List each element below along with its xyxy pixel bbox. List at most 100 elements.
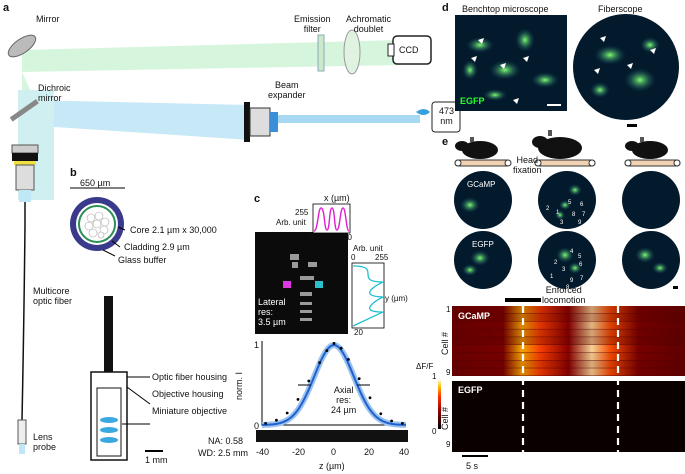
- heatmap-row: [452, 306, 685, 314]
- x-tick-0: 0: [309, 233, 314, 242]
- panel-a-label: a: [3, 2, 10, 14]
- x-tick-0-axial: 0: [331, 447, 337, 457]
- axial-plot: [261, 341, 407, 428]
- gcamp-circle-label: GCaMP: [467, 180, 496, 189]
- z-axis-label: z (µm): [319, 461, 345, 471]
- cb-top-label: 1: [432, 372, 437, 381]
- cell-number: 9: [570, 278, 574, 284]
- data-point: [318, 361, 321, 364]
- norm-i-label: norm. I: [234, 371, 244, 400]
- data-point: [296, 398, 300, 401]
- cell-number: 9: [578, 220, 582, 226]
- beam-expander: [244, 102, 250, 142]
- data-point: [357, 377, 361, 380]
- ccd-label: CCD: [399, 45, 419, 55]
- egfp-image-label: EGFP: [460, 96, 485, 106]
- cell-label-bottom: Cell #: [440, 406, 450, 430]
- cell-number: 7: [582, 212, 586, 218]
- y-tick-20: 20: [354, 328, 363, 337]
- row-9-label-egfp: 9: [446, 440, 451, 449]
- cell-number: 3: [560, 220, 564, 226]
- data-point: [347, 358, 350, 361]
- glass-buffer-label: Glass buffer: [118, 255, 167, 265]
- dichroic-mirror: [9, 99, 39, 122]
- fiberscope-image: [573, 14, 679, 120]
- laser-box: [431, 101, 461, 133]
- egfp-heatmap: [452, 381, 685, 452]
- y-profile: [352, 265, 384, 327]
- usaf-target-image: [255, 232, 348, 334]
- axial-axes: [261, 341, 406, 426]
- cell-number: 8: [566, 285, 570, 291]
- row-9-label: 9: [446, 368, 451, 377]
- time-scale-label: 5 s: [466, 461, 479, 471]
- mouse-running: [532, 130, 596, 167]
- y-tick-1: 1: [254, 340, 260, 350]
- data-point: [264, 422, 267, 425]
- heatmap-row: [452, 337, 685, 345]
- mirror-label: Mirror: [36, 14, 60, 24]
- cell-number: 6: [580, 202, 584, 208]
- cb-bottom-label: 0: [432, 427, 437, 436]
- dff-label: ΔF/F: [416, 362, 434, 371]
- multicore-fiber: [21, 202, 26, 421]
- data-point: [401, 422, 404, 425]
- heatmap-row: [452, 344, 685, 353]
- cell-label-top: Cell #: [440, 331, 450, 355]
- data-point: [332, 342, 336, 345]
- cell-number: 2: [554, 260, 558, 266]
- data-point: [285, 411, 289, 415]
- data-point: [307, 379, 311, 383]
- diameter-label: 650 µm: [80, 178, 111, 188]
- x-profile: [313, 207, 350, 232]
- miniature-objective-label: Miniature objective: [152, 406, 228, 416]
- gcamp-heatmap: [452, 306, 685, 376]
- heat-egfp-label: EGFP: [458, 385, 483, 395]
- fiber-housing-label: Optic fiber housing: [152, 372, 228, 382]
- cell-number: 7: [580, 276, 584, 282]
- x-profile-label: x (µm): [324, 193, 350, 203]
- x-tick-40: 40: [399, 447, 410, 457]
- benchtop-label: Benchtop microscope: [462, 4, 549, 14]
- data-point: [339, 346, 343, 350]
- core-label: Core 2.1 µm x 30,000: [130, 225, 217, 235]
- y-tick-255: 255: [375, 253, 389, 262]
- panel-d-label: d: [442, 2, 449, 14]
- panel-c-label: c: [254, 193, 261, 205]
- heatmap-row: [452, 352, 685, 361]
- colorbar: [438, 379, 441, 429]
- cell-number: 1: [556, 210, 560, 216]
- x-tick-20: 20: [343, 233, 352, 242]
- cell-number: 6: [579, 262, 583, 268]
- heatmap-row: [452, 321, 685, 329]
- objective-housing-label: Objective housing: [152, 389, 224, 399]
- row-1-label: 1: [446, 305, 451, 314]
- cell-number: 5: [568, 200, 572, 206]
- arb-unit-label: Arb. unit: [276, 218, 306, 227]
- emission-beam: [22, 40, 400, 72]
- data-point: [390, 419, 393, 423]
- data-point: [379, 412, 383, 416]
- data-point: [275, 418, 278, 422]
- fiberscope-label: Fiberscope: [598, 4, 643, 14]
- na-label: NA: 0.58: [208, 436, 244, 446]
- fit-line: [261, 343, 407, 426]
- mouse-head-fixed: [454, 137, 512, 167]
- heatmap-row: [452, 329, 685, 337]
- data-point: [368, 396, 372, 400]
- x-tick-top: 255: [295, 208, 309, 217]
- data-point: [325, 349, 329, 352]
- x-tick-20-axial: 20: [364, 447, 375, 457]
- heatmap-row: [452, 368, 685, 376]
